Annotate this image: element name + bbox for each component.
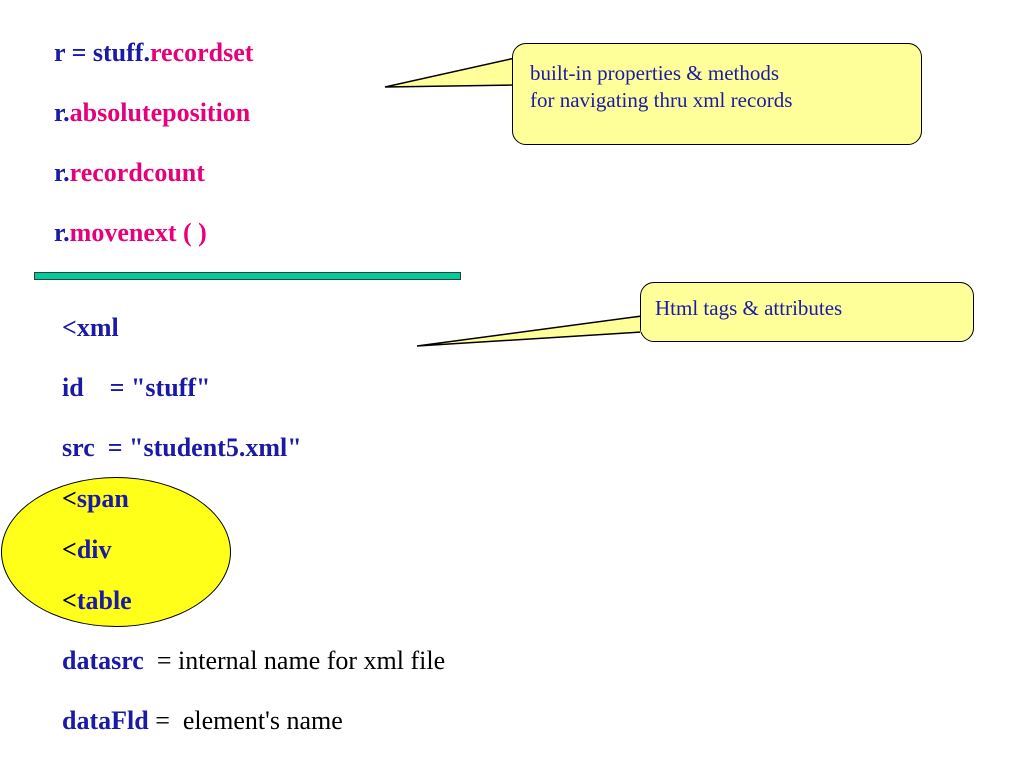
xml-src-text: src = "student5.xml" bbox=[62, 433, 302, 462]
tag-line-table: <table bbox=[62, 588, 132, 614]
code-member: recordcount bbox=[69, 158, 205, 187]
code-prefix: r. bbox=[54, 158, 70, 187]
xml-line-id: id = "stuff" bbox=[62, 375, 210, 401]
code-prefix: r. bbox=[54, 98, 70, 127]
callout-methods-line2: for navigating thru xml records bbox=[530, 88, 793, 113]
tag-line-span: <span bbox=[62, 486, 129, 512]
attr-desc: = element's name bbox=[155, 706, 343, 735]
tag-name: span bbox=[76, 484, 129, 513]
code-member: recordset bbox=[149, 38, 254, 67]
attr-line-datasrc: datasrc = internal name for xml file bbox=[62, 648, 445, 674]
code-suffix: ( ) bbox=[176, 218, 207, 247]
callout-methods: built-in properties & methods for naviga… bbox=[512, 43, 922, 145]
xml-id-text: id = "stuff" bbox=[62, 373, 211, 402]
callout-tags-text: Html tags & attributes bbox=[655, 296, 843, 320]
tag-name: div bbox=[76, 535, 112, 564]
tags-highlight-ellipse bbox=[1, 477, 231, 627]
section-divider bbox=[34, 272, 461, 280]
attr-line-datafld: dataFld = element's name bbox=[62, 708, 343, 734]
xml-line-src: src = "student5.xml" bbox=[62, 435, 302, 461]
callout-tags: Html tags & attributes bbox=[640, 282, 974, 342]
code-line-recordset: r = stuff.recordset bbox=[54, 40, 253, 66]
attr-name: datasrc bbox=[62, 646, 144, 675]
code-line-recordcount: r.recordcount bbox=[54, 160, 205, 186]
tag-name: table bbox=[76, 586, 132, 615]
tag-bracket: < bbox=[62, 535, 77, 564]
tag-line-div: <div bbox=[62, 537, 112, 563]
code-member: absoluteposition bbox=[69, 98, 251, 127]
attr-gap bbox=[144, 646, 157, 675]
callout-methods-line1: built-in properties & methods bbox=[530, 61, 780, 85]
xml-open-text: <xml bbox=[62, 313, 119, 342]
tag-bracket: < bbox=[62, 484, 77, 513]
code-prefix: r = stuff. bbox=[54, 38, 150, 67]
attr-name: dataFld bbox=[62, 706, 149, 735]
attr-desc: = internal name for xml file bbox=[156, 646, 446, 675]
code-member: movenext bbox=[69, 218, 177, 247]
xml-line-open: <xml bbox=[62, 315, 119, 341]
code-line-absoluteposition: r.absoluteposition bbox=[54, 100, 250, 126]
tag-bracket: < bbox=[62, 586, 77, 615]
code-prefix: r. bbox=[54, 218, 70, 247]
code-line-movenext: r.movenext ( ) bbox=[54, 220, 207, 246]
